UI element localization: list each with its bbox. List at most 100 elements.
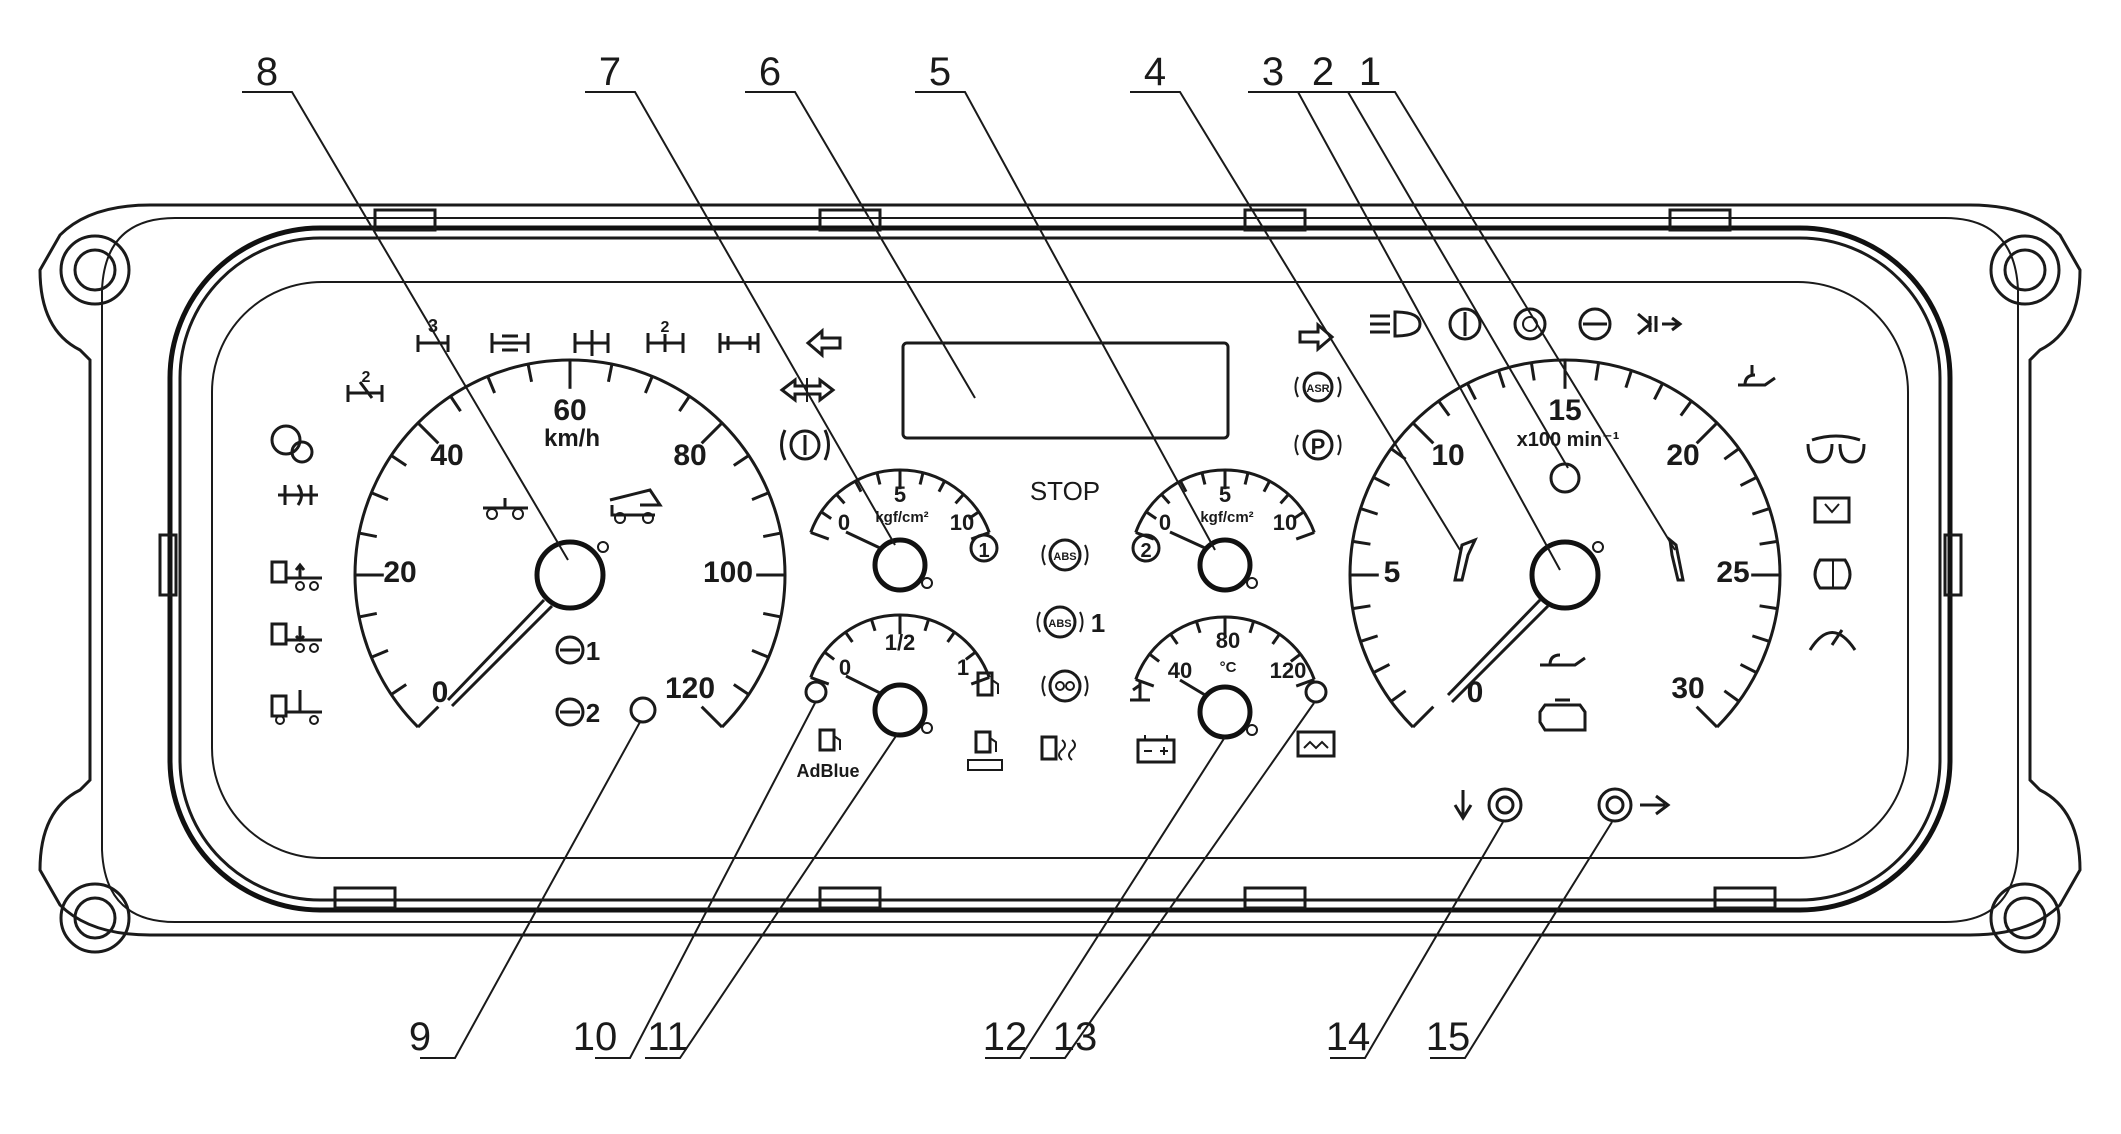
temp-ticks-tick xyxy=(1295,678,1315,688)
svg-text:P: P xyxy=(1311,434,1326,459)
air1-ticks-tick xyxy=(820,510,833,520)
fuel-gauge: 0 1/2 1 xyxy=(809,613,999,738)
speedo-ticks-tick xyxy=(526,363,534,383)
speedo-ticks-tick xyxy=(732,683,750,696)
speedo-ticks-tick xyxy=(751,649,770,659)
callout-4: 4 xyxy=(1144,50,1166,94)
tachometer: 0 5 10 15 20 25 30 x100 min⁻¹ xyxy=(1348,358,1782,729)
callout-7: 7 xyxy=(599,50,621,94)
brake-wear-icon xyxy=(1448,307,1482,341)
callout-1: 1 xyxy=(1359,50,1381,94)
callout-2: 2 xyxy=(1312,50,1334,94)
air1-ticks-tick xyxy=(835,493,846,505)
tacho-ticks-tick xyxy=(1679,400,1693,417)
asr-icon: ASR xyxy=(1294,371,1342,403)
svg-text:1: 1 xyxy=(1091,608,1105,638)
tacho-ticks-tick xyxy=(1360,507,1379,516)
speedo-ticks-tick xyxy=(370,649,389,659)
tachometer-label-25: 25 xyxy=(1716,556,1749,589)
callout-9: 9 xyxy=(409,1015,431,1059)
retarder-icon xyxy=(1637,312,1683,336)
tacho-ticks-tick xyxy=(1411,421,1435,445)
tipper-truck-icon xyxy=(609,488,663,524)
tacho-ticks-tick xyxy=(1390,689,1407,703)
button-14[interactable] xyxy=(1487,787,1523,823)
cruise-control-icon xyxy=(1041,669,1089,703)
tacho-ticks-tick xyxy=(1695,705,1719,729)
tacho-ticks-tick xyxy=(1653,382,1664,401)
turn-right-icon xyxy=(1298,321,1335,353)
cluster-housing xyxy=(38,203,2082,954)
tacho-ticks-tick xyxy=(1759,604,1778,611)
air-pressure-2-hub xyxy=(1197,537,1253,593)
air-pressure-2-label-5: 5 xyxy=(1219,482,1231,507)
battery-icon xyxy=(1136,735,1176,764)
tacho-ticks-tick xyxy=(1624,370,1633,389)
tractor-trailer-icon xyxy=(483,498,528,520)
callout-14: 14 xyxy=(1326,1015,1371,1059)
tachometer-label-30: 30 xyxy=(1671,672,1704,705)
mount-hole-bottom-left xyxy=(59,882,131,954)
tacho-ticks-tick xyxy=(1466,382,1477,401)
temp-ticks-tick xyxy=(1248,620,1255,634)
tachometer-label-15: 15 xyxy=(1548,394,1581,427)
air-pressure-1-label-5: 5 xyxy=(894,482,906,507)
svg-text:2: 2 xyxy=(661,319,670,336)
air1-ticks-tick xyxy=(918,472,925,485)
high-beam-icon xyxy=(1370,310,1422,338)
svg-text:1: 1 xyxy=(586,636,600,666)
callout-numbers: 8 7 6 5 4 3 2 1 9 10 11 12 13 14 15 xyxy=(256,50,1470,1059)
tacho-ticks-tick xyxy=(1723,689,1740,703)
speedometer-unit: km/h xyxy=(544,425,600,452)
lcd-display xyxy=(901,341,1230,440)
speedo-ticks-tick xyxy=(486,375,496,394)
air2-ticks-tick xyxy=(1243,472,1250,485)
air2-ticks-tick xyxy=(1295,531,1315,541)
turn-left-icon xyxy=(805,327,842,359)
tachometer-hub xyxy=(1529,539,1601,611)
fuel-ticks-tick xyxy=(964,650,977,661)
tacho-ticks-tick xyxy=(1352,539,1371,546)
tacho-ticks-tick xyxy=(1739,663,1758,674)
mount-hole-top-right xyxy=(1989,234,2061,306)
callout-15: 15 xyxy=(1426,1015,1471,1059)
speedometer-label-100: 100 xyxy=(703,556,753,589)
svg-text:2: 2 xyxy=(362,369,371,386)
fuel-ticks-tick xyxy=(923,618,930,632)
speedo-ticks-tick xyxy=(390,454,408,467)
axle-lock-2-icon: 2 xyxy=(646,319,685,353)
air2-ticks-tick xyxy=(1292,510,1305,520)
speedometer-label-20: 20 xyxy=(383,556,416,589)
tachometer-pointer-arrow-right xyxy=(1668,536,1685,582)
trailer-axle-down-icon xyxy=(270,622,322,653)
telltale-icons: 3 2 2 xyxy=(270,307,1866,781)
alternator-charge-icon xyxy=(1296,730,1336,758)
speedometer-needle xyxy=(446,598,546,702)
tacho-ticks-tick xyxy=(1372,476,1391,487)
fuel-filter-icon xyxy=(967,730,1003,771)
fuel-hub xyxy=(872,682,928,738)
trailer-turn-icon xyxy=(779,376,836,404)
fuel-ticks-tick xyxy=(946,631,956,643)
air-pressure-gauge-2: 0 5 10 kgf/cm² 2 xyxy=(1131,468,1316,593)
air1-ticks-tick xyxy=(967,510,980,520)
air-pressure-1-hub xyxy=(872,537,928,593)
svg-text:AdBlue: AdBlue xyxy=(797,761,860,781)
parking-brake-icon: P xyxy=(1294,429,1342,461)
temp-ticks-tick xyxy=(1195,620,1202,634)
fuel-ticks-tick xyxy=(844,631,854,643)
callout-6: 6 xyxy=(759,50,781,94)
speedo-ticks-tick xyxy=(762,531,782,539)
heater-icon xyxy=(1040,735,1076,761)
callout-10: 10 xyxy=(573,1015,618,1059)
air-filter-icon xyxy=(1813,496,1851,524)
fuel-ticks-tick xyxy=(970,676,990,686)
arrow-down-icon xyxy=(1453,790,1473,821)
check-engine-icon xyxy=(1538,698,1587,732)
button-15[interactable] xyxy=(1597,787,1633,823)
tacho-ticks-tick xyxy=(1695,421,1719,445)
water-in-fuel-icon xyxy=(1813,558,1852,590)
abs-1-icon: ABS 1 xyxy=(1036,605,1105,639)
air2-ticks-tick xyxy=(1160,493,1171,505)
